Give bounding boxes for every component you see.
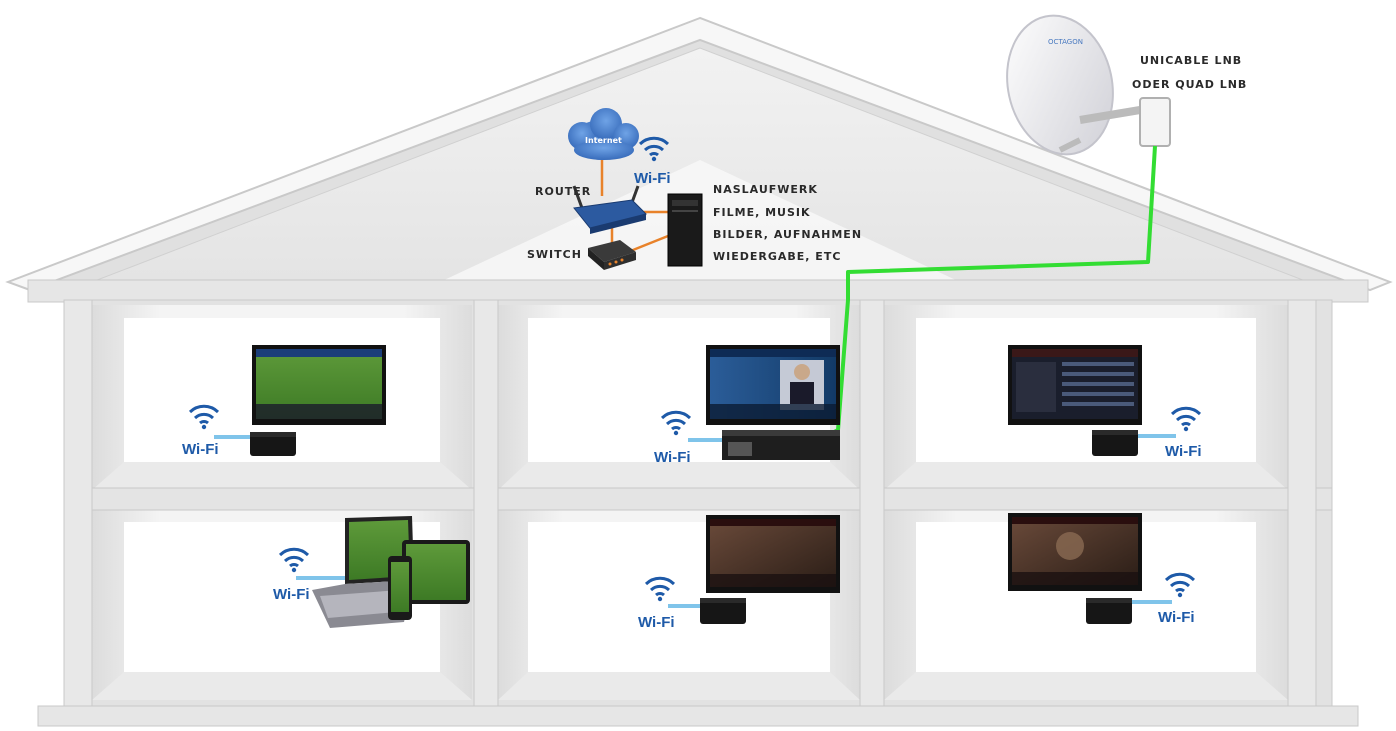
tv-upper-middle <box>706 345 840 425</box>
receiver-lower-right <box>1086 598 1132 624</box>
wifi-label: Wi-Fi <box>182 441 219 458</box>
wifi-icon <box>638 136 670 162</box>
satellite-dish: OCTAGON <box>1006 14 1171 156</box>
switch-label: SWITCH <box>527 248 582 261</box>
internet-label: Internet <box>585 136 622 145</box>
lnb-unit <box>1139 97 1171 147</box>
router-label: ROUTER <box>535 185 591 198</box>
switch-device <box>588 240 636 270</box>
nas-label-line4: WIEDERGABE, ETC <box>713 250 841 263</box>
wifi-label: Wi-Fi <box>654 449 691 466</box>
wifi-icon <box>1164 572 1196 598</box>
lnb-label-line2: ODER QUAD LNB <box>1132 78 1247 91</box>
tv-upper-right <box>1008 345 1142 425</box>
wifi-icon <box>188 404 220 430</box>
nas-label-line1: NASLAUFWERK <box>713 183 818 196</box>
tv-upper-left <box>252 345 386 425</box>
receiver-lower-middle <box>700 598 746 624</box>
receiver-upper-left <box>250 432 296 456</box>
router-device <box>572 185 647 234</box>
laptop-tablet-phone <box>312 516 470 628</box>
wifi-label-attic: Wi-Fi <box>634 170 671 187</box>
tv-lower-right <box>1008 513 1142 591</box>
internet-cloud: Internet <box>568 108 639 160</box>
attic-beam <box>27 279 1369 303</box>
nas-label-line3: BILDER, AUFNAHMEN <box>713 228 862 241</box>
satellite-receiver <box>722 430 840 460</box>
wifi-label: Wi-Fi <box>1158 609 1195 626</box>
dish-brand-text: OCTAGON <box>1048 38 1083 46</box>
receiver-upper-right <box>1092 430 1138 456</box>
nas-device <box>667 193 703 267</box>
house-body <box>37 299 1359 727</box>
wifi-label: Wi-Fi <box>1165 443 1202 460</box>
wifi-icon <box>1170 406 1202 432</box>
wifi-icon <box>644 576 676 602</box>
wifi-label: Wi-Fi <box>273 586 310 603</box>
lnb-label-line1: UNICABLE LNB <box>1140 54 1242 67</box>
wifi-icon <box>660 410 692 436</box>
nas-label-line2: FILME, MUSIK <box>713 206 811 219</box>
wifi-label: Wi-Fi <box>638 614 675 631</box>
tv-lower-middle <box>706 515 840 593</box>
wifi-icon <box>278 547 310 573</box>
